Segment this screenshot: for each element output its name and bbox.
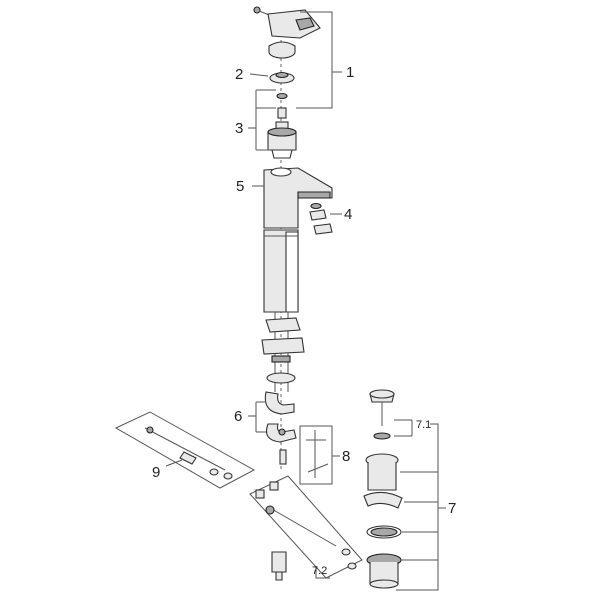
part-body-column [263, 229, 299, 313]
label-5: 5 [236, 178, 244, 195]
part-spindle-insert [277, 107, 287, 119]
leader-3 [255, 89, 276, 151]
label-9: 9 [152, 464, 160, 481]
leader-9 [165, 459, 183, 467]
label-7-2: 7.2 [312, 565, 327, 577]
part-pull-rod-set [279, 425, 333, 485]
part-o-ring-small [276, 92, 288, 100]
label-7-1: 7.1 [416, 419, 431, 431]
leader-7-1 [394, 419, 413, 437]
label-1: 1 [346, 64, 354, 81]
leader-2 [249, 73, 269, 77]
part-lever-handle [253, 6, 321, 39]
part-handle-cap [268, 41, 296, 59]
part-drain-body [363, 453, 403, 509]
part-drain-linkage [249, 475, 363, 581]
label-2: 2 [235, 66, 243, 83]
part-drain-flange [366, 553, 402, 589]
label-4: 4 [344, 206, 352, 223]
label-6: 6 [234, 408, 242, 425]
part-popup-plug [369, 389, 395, 440]
part-cartridge [267, 121, 297, 159]
part-mounting-rod [261, 312, 305, 392]
part-drain-seal [366, 525, 402, 539]
part-fixing-bracket [264, 391, 297, 443]
label-3: 3 [235, 120, 243, 137]
part-ring-nut [269, 71, 295, 84]
label-8: 8 [342, 448, 350, 465]
label-7: 7 [448, 500, 456, 517]
part-faucet-body [263, 167, 333, 229]
leader-7 [396, 423, 439, 591]
leader-6 [255, 401, 266, 433]
part-aerator [309, 202, 333, 235]
leader-7-2 [315, 566, 330, 579]
part-hose-set [114, 411, 256, 489]
leader-1 [296, 11, 333, 109]
